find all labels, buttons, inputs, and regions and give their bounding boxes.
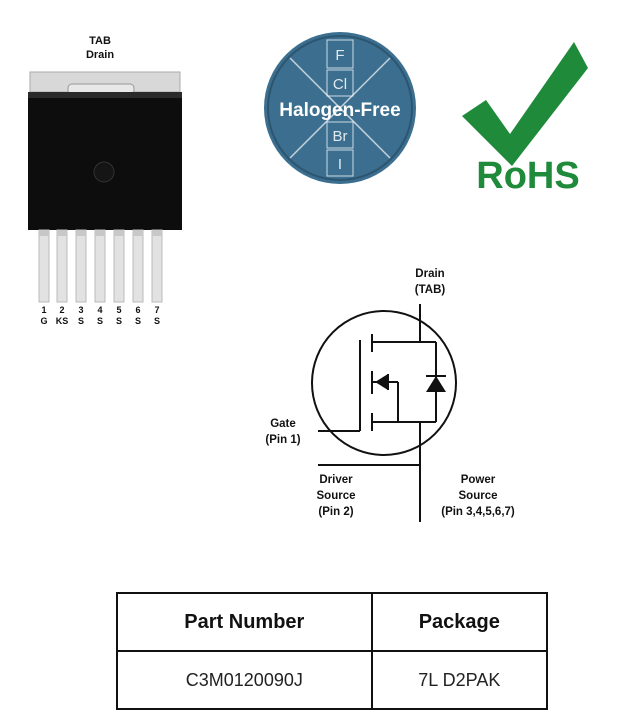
package-cell: 7L D2PAK — [370, 650, 549, 710]
table-row: C3M0120090J 7L D2PAK — [116, 650, 549, 710]
drain-label: Drain — [85, 49, 115, 61]
element-br: Br — [333, 128, 348, 145]
checkmark-icon — [462, 42, 588, 166]
drain-tab-label: Drain(TAB) — [414, 268, 446, 296]
package-header: Package — [370, 592, 549, 652]
rohs-text: RoHS — [476, 155, 579, 197]
tab-drain-label: TAB Drain — [60, 34, 140, 62]
halogen-free-text: Halogen-Free — [279, 100, 400, 121]
halogen-free-badge: F Cl Br I Halogen-Free — [262, 30, 418, 186]
element-cl: Cl — [333, 76, 347, 93]
package-outline — [28, 71, 182, 303]
tab-label: TAB — [89, 35, 111, 47]
part-number-cell: C3M0120090J — [116, 650, 373, 710]
table-header-row: Part Number Package — [116, 592, 549, 652]
gate-pin-label: Gate(Pin 1) — [265, 418, 301, 446]
mosfet-symbol — [311, 304, 457, 522]
part-number-header: Part Number — [116, 592, 373, 652]
part-table: Part Number Package C3M0120090J 7L D2PAK — [116, 592, 549, 710]
rohs-badge: RoHS — [458, 38, 598, 198]
element-f: F — [335, 47, 344, 64]
element-i: I — [338, 156, 342, 173]
